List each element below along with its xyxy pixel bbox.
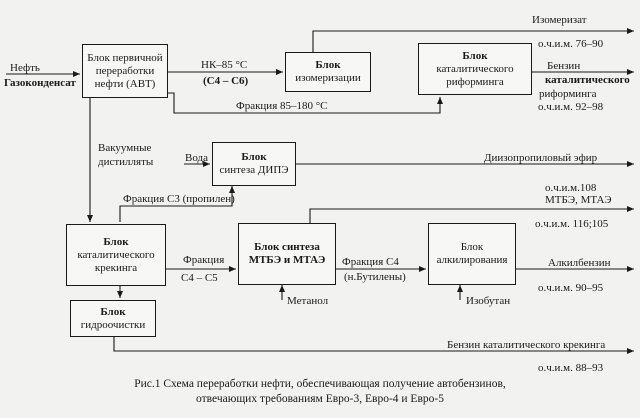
block-mtbe-line1: Блок синтеза xyxy=(254,241,320,253)
stream-frac85-180: Фракция 85–180 °С xyxy=(236,100,328,112)
block-crack-line3: крекинга xyxy=(94,261,138,274)
block-hydro-title: Блок xyxy=(100,305,126,318)
stream-nk85: НК–85 °С xyxy=(201,59,248,71)
stream-c4c6: (С4 – С6) xyxy=(203,75,249,87)
frac85-to-reform-arrow xyxy=(168,92,443,114)
product-cracking-gasoline: Бензин каталитического крекинга xyxy=(447,339,606,351)
c3-to-dipe-arrow xyxy=(119,186,235,222)
stream-c4-fraction: Фракция С4 xyxy=(342,256,399,268)
block-dipe-line2: синтеза ДИПЭ xyxy=(219,164,289,176)
block-reform-title: Блок xyxy=(462,49,488,62)
product-mtbe: МТБЭ, МТАЭ xyxy=(545,194,612,206)
block-hydrotreating: Блок гидроочистки xyxy=(70,300,156,337)
mtbe-product-arrow xyxy=(309,206,634,223)
input-methanol: Метанол xyxy=(287,295,329,307)
input-oil: Нефть xyxy=(10,62,40,74)
stream-c4c5-label: Фракция xyxy=(183,254,225,266)
block-isomerization: Блок изомеризации xyxy=(285,52,371,92)
block-reforming: Блок каталитического риформинга xyxy=(418,43,532,95)
block-mtbe-line2: МТБЭ и МТАЭ xyxy=(248,254,326,266)
product-reformate-2: каталитического xyxy=(545,74,630,86)
input-water: Вода xyxy=(185,152,208,164)
block-avt-line3: нефти (АВТ) xyxy=(94,77,156,90)
product-reformate-1: Бензин xyxy=(547,60,581,72)
cracking-gasoline-product-arrow xyxy=(113,337,634,354)
stream-vacuum-1: Вакуумные xyxy=(98,142,152,154)
block-avt-line2: переработки xyxy=(95,64,155,77)
product-dipe-octane: о.ч.и.м.108 xyxy=(545,182,597,194)
block-alkylation: Блок алкилирования xyxy=(428,223,516,285)
product-mtbe-octane: о.ч.и.м. 116;105 xyxy=(535,218,609,230)
block-crack-title: Блок xyxy=(103,235,129,248)
block-crack-line2: каталитического xyxy=(77,248,155,261)
input-gascondensate: Газоконденсат xyxy=(4,77,76,89)
input-isobutane: Изобутан xyxy=(466,295,511,307)
block-reform-line2: каталитического xyxy=(436,62,514,75)
caption-line2: отвечающих требованиям Евро-3, Евро-4 и … xyxy=(196,393,444,405)
stream-c3-fraction: Фракция С3 (пропилен) xyxy=(123,193,235,205)
product-reformate-octane: о.ч.и.м. 92–98 xyxy=(538,101,604,113)
block-mtbe: Блок синтеза МТБЭ и МТАЭ xyxy=(238,223,336,285)
product-reformate-3: риформинга xyxy=(539,88,597,100)
product-cracking-octane: о.ч.и.м. 88–93 xyxy=(538,362,604,374)
block-avt-line1: Блок первичной xyxy=(87,51,163,64)
block-isom-title: Блок xyxy=(315,59,341,71)
stream-c4c5-formula: С4 – С5 xyxy=(181,272,218,284)
block-isom-line2: изомеризации xyxy=(295,72,361,84)
product-isomerate-octane: о.ч.и.м. 76–90 xyxy=(538,38,604,50)
product-isomerate: Изомеризат xyxy=(532,14,587,26)
caption-line1: Рис.1 Схема переработки нефти, обеспечив… xyxy=(134,378,506,390)
block-avt: Блок первичной переработки нефти (АВТ) xyxy=(82,44,168,98)
isomerate-product-arrow xyxy=(312,28,634,52)
block-hydro-line2: гидроочистки xyxy=(80,318,146,331)
stream-vacuum-2: дистилляты xyxy=(98,156,154,168)
block-cracking: Блок каталитического крекинга xyxy=(66,224,166,286)
product-alkylate: Алкилбензин xyxy=(548,257,611,269)
product-alkylate-octane: о.ч.и.м. 90–95 xyxy=(538,282,604,294)
block-alk-line2: алкилирования xyxy=(436,254,508,266)
block-reform-line3: риформинга xyxy=(446,75,504,88)
stream-c4-butylenes: (н.Бутилены) xyxy=(344,271,406,283)
product-dipe: Диизопропиловый эфир xyxy=(484,152,598,164)
block-alk-line1: Блок xyxy=(460,241,484,253)
block-dipe-title: Блок xyxy=(241,151,267,163)
block-dipe: Блок синтеза ДИПЭ xyxy=(212,142,296,186)
figure-caption: Рис.1 Схема переработки нефти, обеспечив… xyxy=(0,377,640,407)
